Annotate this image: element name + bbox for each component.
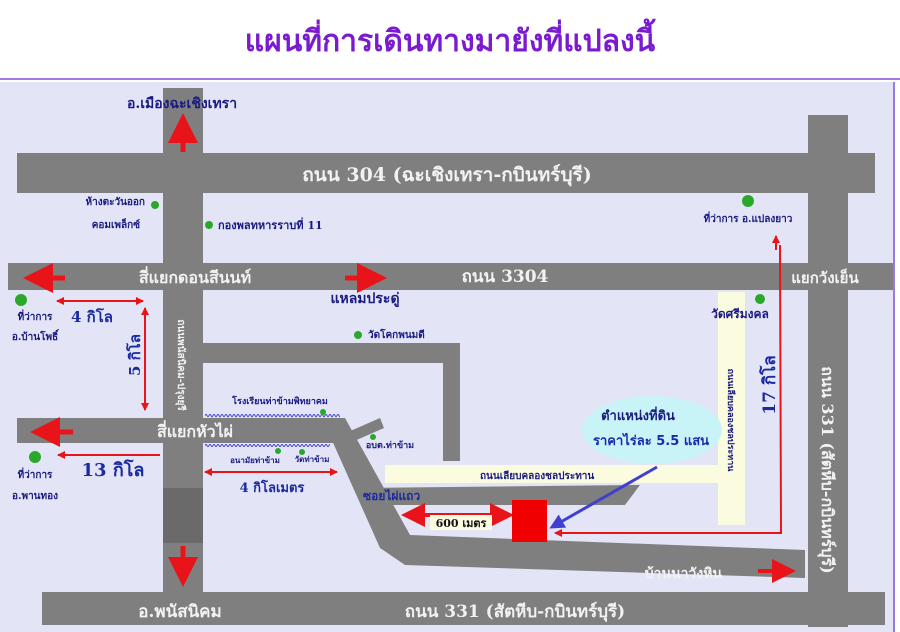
road-304-label: ถนน 304 (ฉะเชิงเทรา-กบินทร์บุรี) (302, 164, 592, 187)
road-331-bottom-label: ถนน 331 (สัตหีบ-กบินทร์บุรี) (405, 601, 625, 622)
canal-road-vertical (718, 292, 745, 525)
banpho-marker (15, 294, 27, 306)
ban-na-wang-hin-label: บ้านนาวังหิน (645, 566, 723, 582)
canal-road (385, 465, 725, 483)
callout-line1: ตำแหน่งที่ดิน (601, 406, 675, 424)
landmarks: ห้างตะวันออก คอมเพล็กซ์ กองพลทหารราบที่ … (12, 195, 793, 502)
dist-4kmeter: 4 กิโลเมตร (240, 479, 305, 496)
obt-marker (370, 434, 376, 440)
army-label: กองพลทหารราบที่ 11 (218, 217, 323, 232)
dist-600m: 600 เมตร (436, 517, 487, 530)
wat-khok-label: วัดโคกพนมดี (368, 328, 425, 341)
school-label: โรงเรียนท่าข้ามพิทยาคม (231, 395, 328, 407)
road-below-canal (355, 485, 640, 505)
road-331-right-label: ถนน 331 (สัตหีบ-กบินทร์บุรี) (817, 366, 837, 573)
store-line1: ห้างตะวันออก (86, 196, 145, 208)
canal-lower (205, 441, 330, 447)
army-marker (205, 221, 213, 229)
distance-lines (56, 235, 783, 537)
road-dark-section (163, 488, 203, 543)
health-label: อนามัยท่าข้าม (230, 455, 280, 465)
road-3304 (8, 263, 893, 290)
canal-road-label: ถนนเลียบคลองชลประทาน (480, 470, 594, 482)
road-304 (17, 153, 875, 193)
wat-sri-marker (755, 294, 765, 304)
plaengyao-marker (742, 195, 754, 207)
road-khok-vertical (443, 343, 460, 461)
laem-pradu-label: แหลมประดู่ (330, 291, 399, 307)
road-331-right (808, 115, 848, 627)
route-17km (554, 244, 783, 537)
wat-thakham-marker (299, 449, 305, 455)
callout-line2: ราคาไร่ละ 5.5 แสน (593, 432, 709, 449)
dist-4km: 4 กิโล (71, 307, 113, 326)
road-331-bottom (42, 592, 885, 625)
phanat-label: อ.พนัสนิคม (138, 602, 222, 622)
map-border (893, 82, 895, 632)
road-3304-label: ถนน 3304 (462, 267, 549, 287)
callout-bubble (582, 396, 722, 464)
junction-donsinon: สี่แยกดอนสีนนท์ (139, 266, 252, 287)
road-left-vertical-label: ถนนพนัสนิคม-ปรุงยุรี (175, 319, 187, 411)
wat-thakham-label: วัดท่าข้าม (295, 454, 330, 464)
wat-sri-label: วัดศรีมงคล (711, 307, 769, 321)
wat-khok-marker (354, 331, 362, 339)
canal-upper (205, 414, 340, 420)
obt-label: อบต.ท่าข้าม (366, 440, 414, 451)
banpho-line2: อ.บ้านโพธิ์ (12, 329, 60, 343)
banpho-line1: ที่ว่าการ (18, 309, 53, 323)
soi-label: ซอยไผ่แถว (363, 488, 420, 503)
canal-road-vertical-label: ถนนเลียบคลองชลประทาน (725, 369, 736, 473)
dist-600-bg (430, 515, 492, 530)
dist-13km: 13 กิโล (82, 459, 145, 481)
phanthong-line2: อ.พานทอง (12, 491, 58, 502)
school-marker (320, 409, 326, 415)
dist-17km: 17 กิโล (759, 355, 780, 414)
health-marker (275, 448, 281, 454)
road-khok (203, 343, 458, 363)
callout-pointer-arrow (549, 465, 658, 529)
title-divider (0, 78, 900, 80)
phanthong-marker (29, 451, 41, 463)
road-stub (348, 418, 384, 442)
road-soi-phaithaew (322, 418, 805, 578)
land-plot-marker[interactable] (512, 500, 547, 542)
roads (8, 88, 893, 627)
phanthong-line1: ที่ว่าการ (18, 467, 53, 481)
store-marker (151, 201, 159, 209)
page-title: แผนที่การเดินทางมายังที่แปลงนี้ (244, 24, 656, 59)
plaengyao-label: ที่ว่าการ อ.แปลงยาว (704, 211, 793, 225)
dist-5km: 5 กิโล (125, 334, 144, 376)
store-line2: คอมเพล็กซ์ (92, 217, 140, 231)
mueang-label: อ.เมืองฉะเชิงเทรา (127, 96, 237, 112)
junction-wangyen: แยกวังเย็น (791, 268, 859, 287)
junction-huaphai: สี่แยกหัวไผ่ (157, 420, 233, 441)
